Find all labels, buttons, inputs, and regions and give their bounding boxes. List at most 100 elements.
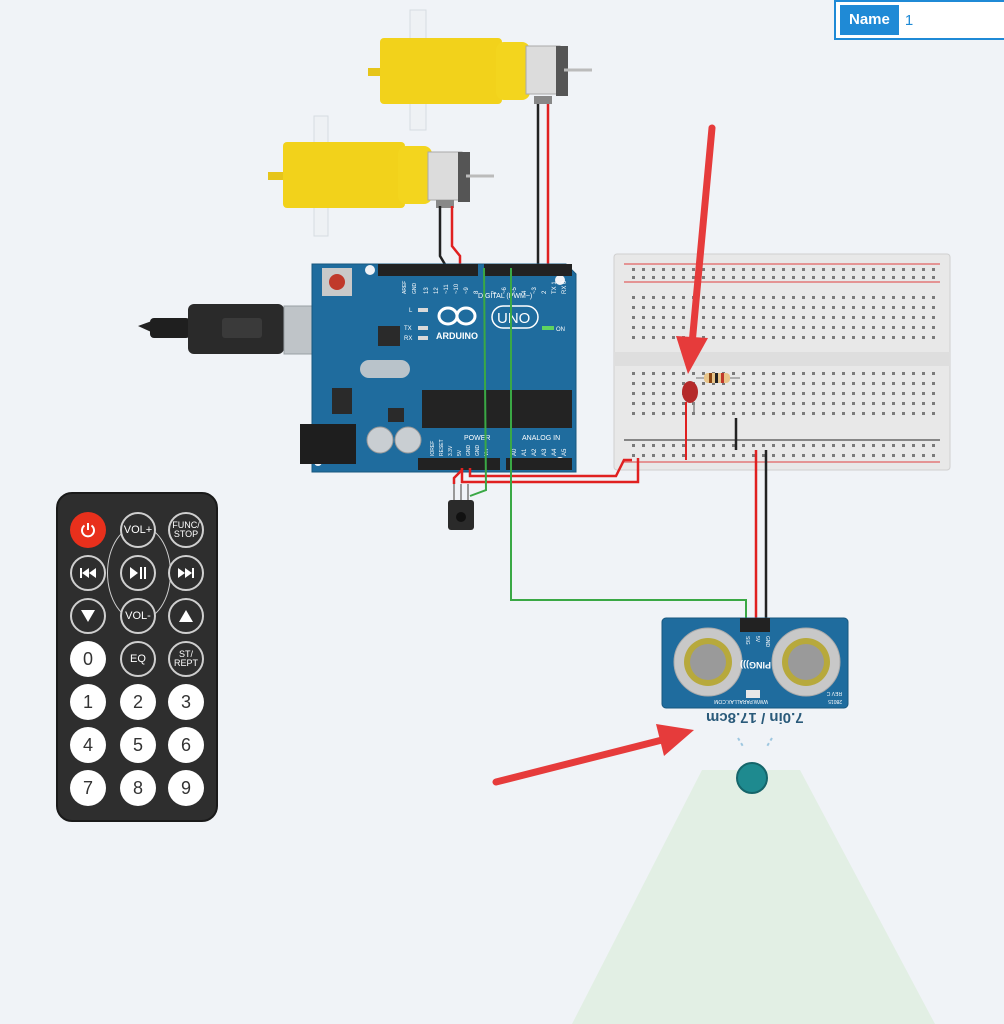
digital-pin-label: TX 1	[552, 281, 558, 294]
wire-5v-red[interactable]	[460, 458, 640, 484]
aref-label: AREF	[402, 281, 408, 294]
sensor-target-object[interactable]	[736, 762, 768, 794]
led-rx-label: RX	[404, 336, 412, 342]
power-pin-label: RESET	[439, 439, 445, 456]
digital-pin-label: 13	[424, 287, 430, 294]
sensor-detection-cone	[572, 770, 935, 1024]
wire-motor2-red[interactable]	[450, 206, 462, 266]
analog-pin-label: A2	[532, 448, 538, 456]
skip-forward-icon	[178, 568, 194, 578]
power-pin-label: GND	[466, 445, 472, 457]
annotation-arrow-sensor	[492, 724, 694, 786]
digital-pin-label: ~9	[464, 286, 470, 294]
red-led[interactable]	[682, 381, 698, 460]
wire-motor2-black[interactable]	[438, 206, 448, 267]
wire-green-sensor[interactable]	[510, 268, 747, 624]
analog-pin-label: A0	[512, 448, 518, 456]
sensor-pin-label: SIG	[744, 636, 750, 645]
remote-power-button[interactable]	[70, 512, 106, 548]
digital-pin-label: 12	[434, 287, 440, 294]
ir-receiver[interactable]	[448, 484, 474, 530]
analog-header-label: ANALOG IN	[522, 435, 560, 442]
remote-digit-1-button[interactable]: 1	[70, 684, 106, 720]
digital-pin-label: ~6	[502, 286, 508, 294]
gnd-label: GND	[412, 283, 418, 295]
ultrasonic-sensor[interactable]: PING))) WWW.PARALLAX.COM 28015 REV C GND…	[661, 617, 849, 709]
analog-pin-label: A3	[542, 448, 548, 456]
digital-pin-label: 7	[492, 290, 498, 294]
name-field-panel: Name	[834, 0, 1004, 40]
power-pin-label: 5V	[457, 449, 463, 456]
sensor-part-number: 28015	[828, 698, 842, 704]
analog-pin-label: A1	[522, 448, 528, 456]
digital-pin-label: 2	[542, 290, 548, 294]
remote-func-stop-button[interactable]: FUNC/ STOP	[168, 512, 204, 548]
digital-pin-label: 4	[522, 290, 528, 294]
sensor-rev-label: REV C	[826, 690, 842, 696]
sensor-pin-label: 5V	[754, 636, 760, 643]
remote-st-rept-button[interactable]: ST/ REPT	[168, 641, 204, 677]
sensor-pin-label: GND	[764, 636, 770, 648]
digital-pin-label: RX 0	[562, 280, 568, 294]
digital-pin-label: ~11	[444, 284, 450, 294]
remote-digit-7-button[interactable]: 7	[70, 770, 106, 806]
remote-digit-3-button[interactable]: 3	[168, 684, 204, 720]
remote-digit-2-button[interactable]: 2	[120, 684, 156, 720]
digital-pin-label: 8	[474, 290, 480, 294]
resistor[interactable]	[696, 373, 740, 383]
triangle-up-icon	[179, 610, 193, 622]
sensor-pin-labels: GND 5V SIG	[744, 636, 770, 648]
remote-digit-5-button[interactable]: 5	[120, 727, 156, 763]
sensor-model-label: PING)))	[740, 660, 771, 670]
digital-pin-label: ~3	[532, 286, 538, 294]
remote-up-button[interactable]	[168, 598, 204, 634]
name-field-input[interactable]	[902, 4, 1004, 36]
wire-ir-red[interactable]	[452, 469, 463, 484]
power-icon	[81, 523, 95, 538]
power-pin-label: Vin	[484, 449, 490, 456]
remote-vol-up-button[interactable]: VOL+	[120, 512, 156, 548]
name-field-label: Name	[840, 5, 899, 35]
remote-digit-9-button[interactable]: 9	[168, 770, 204, 806]
ping-wave-left	[737, 737, 745, 749]
remote-down-button[interactable]	[70, 598, 106, 634]
power-pin-label: 3.3V	[448, 445, 454, 456]
remote-play-pause-button[interactable]	[120, 555, 156, 591]
analog-pin-labels: A0 A1 A2 A3 A4 A5	[512, 448, 568, 456]
digital-pin-label: ~10	[454, 283, 460, 294]
digital-pin-label: ~5	[512, 286, 518, 294]
remote-vol-down-button[interactable]: VOL-	[120, 598, 156, 634]
wire-green-ir[interactable]	[469, 267, 488, 497]
remote-prev-button[interactable]	[70, 555, 106, 591]
board-model-label: UNO	[497, 310, 530, 327]
led-tx-label: TX	[404, 326, 412, 332]
analog-pin-label: A5	[562, 448, 568, 456]
sensor-brand-line: WWW.PARALLAX.COM	[714, 698, 768, 704]
sensor-distance-readout: 7.0in / 17.8cm	[706, 709, 804, 726]
led-l-label: L	[409, 308, 413, 314]
play-pause-icon	[130, 567, 146, 579]
remote-digit-4-button[interactable]: 4	[70, 727, 106, 763]
board-brand-label: ARDUINO	[436, 331, 478, 341]
remote-digit-0-button[interactable]: 0	[70, 641, 106, 677]
digital-pin-labels: 13 12 ~11 ~10 ~9 8 7 ~6 ~5 4 ~3 2 TX 1 RX 0	[424, 280, 568, 294]
digital-header-label: DIGITAL (PWM~)	[478, 293, 532, 300]
dc-motor-1[interactable]	[368, 9, 592, 131]
remote-eq-button[interactable]: EQ	[120, 641, 156, 677]
breadboard[interactable]	[613, 253, 951, 471]
ping-wave-right	[765, 737, 773, 749]
skip-back-icon	[80, 568, 96, 578]
remote-digit-8-button[interactable]: 8	[120, 770, 156, 806]
annotation-arrow-led	[676, 124, 716, 374]
arduino-uno-board[interactable]: ARDUINO UNO ON DIGITAL (PWM~) POWER ANAL…	[300, 263, 577, 473]
remote-next-button[interactable]	[168, 555, 204, 591]
power-pin-label: IOREF	[430, 441, 436, 456]
power-pin-label: GND	[475, 445, 481, 457]
dc-motor-2[interactable]	[268, 115, 494, 237]
wire-gnd-red[interactable]	[468, 458, 632, 478]
remote-digit-6-button[interactable]: 6	[168, 727, 204, 763]
analog-pin-label: A4	[552, 448, 558, 456]
ir-remote: VOL+ FUNC/ STOP VOL- 0 EQ ST/ REPT 1 2 3…	[56, 492, 218, 822]
board-on-label: ON	[556, 327, 565, 333]
